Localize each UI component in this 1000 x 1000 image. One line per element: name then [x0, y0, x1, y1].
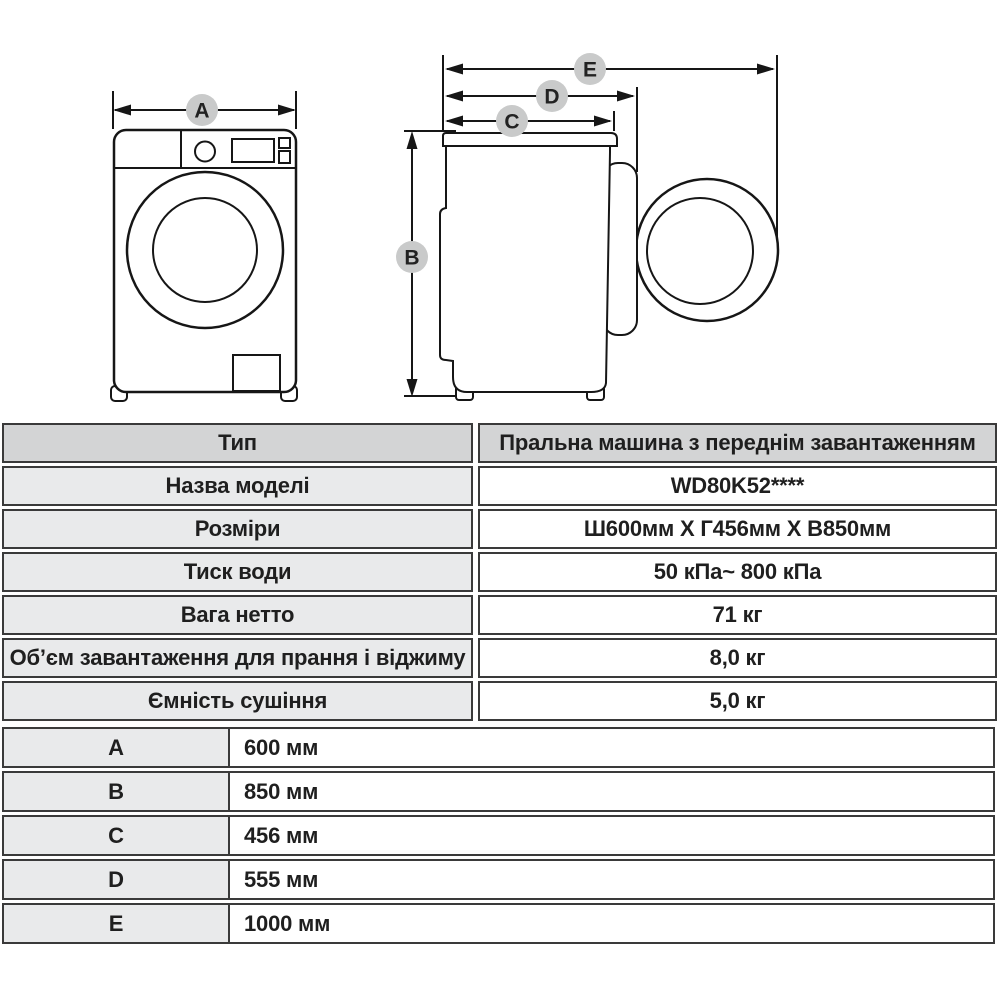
dim-row-letter: B [2, 771, 230, 812]
arrowhead-right-icon [278, 104, 296, 116]
button-top-icon [278, 137, 291, 149]
dim-row-letter: A [2, 727, 230, 768]
arrowhead-left-icon [445, 115, 463, 127]
badge-letter-d: D [544, 86, 559, 109]
badge-circle [186, 94, 218, 126]
spec-row-value: WD80K52**** [478, 466, 997, 506]
badge-letter-a: A [194, 100, 209, 123]
spec-table: Тип Пральна машина з переднім завантажен… [2, 423, 997, 721]
dim-badge-b: B [396, 241, 428, 273]
filter-hatch [232, 354, 281, 392]
spec-row-label: Ємність сушіння [2, 681, 473, 721]
washer-dimension-drawing: A E D C B [110, 53, 780, 402]
dimension-table: A 600 мм B 850 мм C 456 мм D 555 мм E 10… [2, 727, 995, 944]
dimension-c [445, 115, 612, 127]
spec-row-label: Об’єм завантаження для прання і віджиму [2, 638, 473, 678]
dim-badge-c: C [496, 105, 528, 137]
display-panel [231, 138, 275, 163]
dim-badge-d: D [536, 80, 568, 112]
arrowhead-right-icon [757, 63, 775, 75]
dim-badge-e: E [574, 53, 606, 85]
arrowhead-down-icon [406, 379, 418, 397]
dim-badge-a: A [186, 94, 218, 126]
arrowhead-right-icon [594, 115, 612, 127]
badge-circle [574, 53, 606, 85]
dimension-badges: A E D C B [186, 53, 606, 273]
program-knob-icon [194, 140, 216, 163]
dim-row-letter: C [2, 815, 230, 856]
spec-header-value: Пральна машина з переднім завантаженням [478, 423, 997, 463]
spec-row-value: 71 кг [478, 595, 997, 635]
dim-row-value: 555 мм [230, 859, 995, 900]
dim-row-letter: D [2, 859, 230, 900]
dim-row-value: 850 мм [230, 771, 995, 812]
spec-header-label: Тип [2, 423, 473, 463]
spec-row-value: Ш600мм X Г456мм X В850мм [478, 509, 997, 549]
badge-circle [496, 105, 528, 137]
button-bottom-icon [278, 150, 291, 164]
spec-row-value: 5,0 кг [478, 681, 997, 721]
dimension-e [445, 63, 775, 75]
spec-row-label: Тиск води [2, 552, 473, 592]
side-view [404, 55, 780, 401]
spec-row-value: 8,0 кг [478, 638, 997, 678]
spec-row-label: Вага нетто [2, 595, 473, 635]
spec-row-value: 50 кПа~ 800 кПа [478, 552, 997, 592]
arrowhead-up-icon [406, 131, 418, 149]
open-door-outer-icon [634, 177, 780, 323]
arrowhead-right-icon [617, 90, 635, 102]
dim-row-value: 600 мм [230, 727, 995, 768]
arrowhead-left-icon [113, 104, 131, 116]
badge-circle [396, 241, 428, 273]
washer-side-body [439, 145, 611, 393]
dimension-diagram: A E D C B [0, 0, 1000, 420]
dim-row-value: 456 мм [230, 815, 995, 856]
spec-row-label: Розміри [2, 509, 473, 549]
spec-row-label: Назва моделі [2, 466, 473, 506]
open-door-inner-icon [646, 197, 754, 305]
arrowhead-left-icon [445, 90, 463, 102]
badge-letter-e: E [583, 59, 597, 82]
front-view [110, 91, 298, 402]
top-lid [442, 132, 618, 147]
door-glass-icon [152, 197, 258, 303]
dim-row-letter: E [2, 903, 230, 944]
badge-letter-c: C [504, 111, 519, 134]
badge-circle [536, 80, 568, 112]
arrowhead-left-icon [445, 63, 463, 75]
badge-letter-b: B [404, 247, 419, 270]
dim-row-value: 1000 мм [230, 903, 995, 944]
